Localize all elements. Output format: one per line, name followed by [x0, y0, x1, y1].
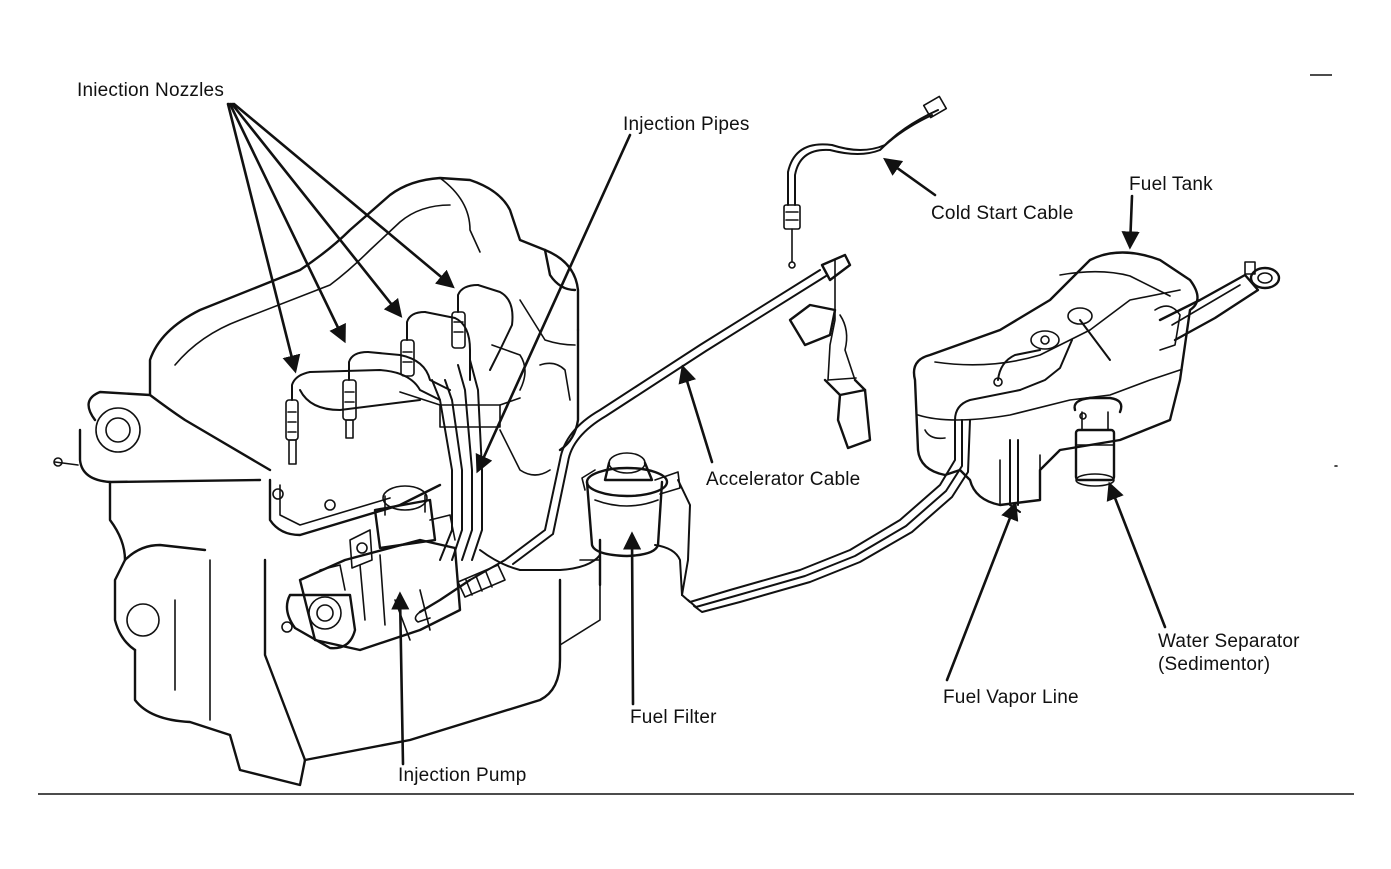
nozzles-arrow-2: [228, 102, 346, 344]
nozzles-arrow-1: [226, 102, 301, 374]
accelerator-cable-arrow: [678, 364, 714, 464]
label-fuel-vapor-line: Fuel Vapor Line: [943, 687, 1079, 708]
label-accelerator-cable: Accelerator Cable: [706, 469, 860, 490]
nozzles-arrow-3: [230, 102, 403, 318]
fuel-tank-arrow: [1121, 194, 1140, 250]
fuel-filter: [519, 452, 683, 596]
cold-start-cable: [783, 95, 948, 269]
accelerator-cable: [414, 269, 827, 623]
nozzle-2: [342, 351, 369, 439]
engine-block: [53, 176, 602, 787]
injection-nozzles: [285, 284, 479, 465]
nozzle-4: [451, 284, 479, 349]
cold-start-cable-arrow: [883, 157, 937, 197]
accelerator-pedal: [788, 253, 872, 450]
nozzles-arrow-4: [232, 102, 455, 289]
callout-arrows: [226, 102, 1167, 766]
fuel-filter-arrow: [622, 531, 642, 706]
label-injection-pipes: Injection Pipes: [623, 114, 750, 135]
injection-pipes: [299, 284, 526, 561]
label-fuel-filter: Fuel Filter: [630, 707, 717, 728]
label-injection-nozzles: Iniection Nozzles: [77, 80, 224, 101]
label-water-separator: Water Separator: [1158, 631, 1300, 652]
fuel-tank: [912, 251, 1338, 513]
injection-pump-arrow: [391, 591, 410, 766]
nozzle-1: [285, 371, 311, 465]
water-separator-arrow: [1106, 481, 1167, 629]
fuel-vapor-line-arrow: [945, 501, 1019, 682]
injection-pipes-arrow: [475, 133, 632, 474]
nozzle-3: [400, 311, 426, 377]
labels: Iniection Nozzles Injection Pipes Cold S…: [77, 80, 1300, 786]
label-injection-pump: Injection Pump: [398, 765, 526, 786]
injection-pump: [281, 485, 462, 652]
label-sedimentor: (Sedimentor): [1158, 654, 1270, 675]
label-fuel-tank: Fuel Tank: [1129, 174, 1213, 195]
fuel-lines: [479, 389, 1021, 613]
label-cold-start-cable: Cold Start Cable: [931, 203, 1074, 224]
